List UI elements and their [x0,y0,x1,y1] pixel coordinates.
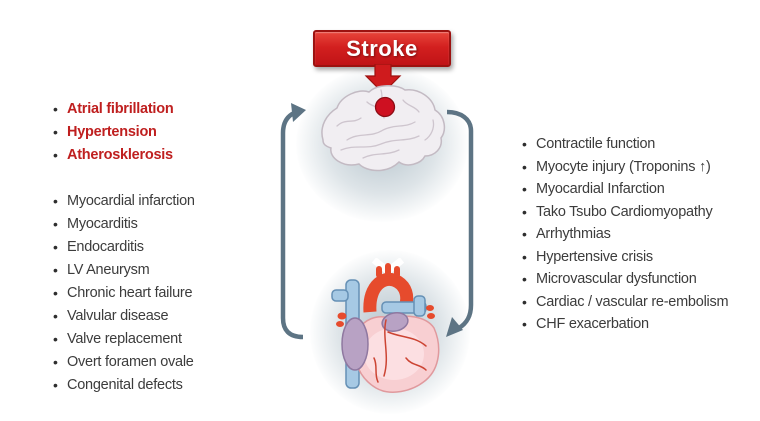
list-item: •Myocyte injury (Troponins ↑) [522,158,711,175]
bullet-icon: • [522,181,527,198]
bullet-icon: • [53,215,58,232]
list-item: •Tako Tsubo Cardiomyopathy [522,203,713,220]
list-item: •Endocarditis [53,238,144,255]
list-gap [53,166,195,189]
heart-illustration [331,258,440,393]
red-arrow-down-icon [364,64,402,94]
bullet-icon: • [53,146,58,163]
list-item: •Cardiac / vascular re-embolism [522,293,729,310]
cardiac-consequences-list: •Contractile function •Myocyte injury (T… [522,133,729,336]
list-item: •Congenital defects [53,376,183,393]
stroke-banner: Stroke [313,30,451,67]
bullet-icon: • [53,307,58,324]
bullet-icon: • [522,136,527,153]
bullet-icon: • [53,353,58,370]
bullet-icon: • [53,330,58,347]
bullet-icon: • [522,158,527,175]
bullet-icon: • [53,261,58,278]
list-item: •Microvascular dysfunction [522,271,697,288]
bullet-icon: • [522,248,527,265]
bullet-icon: • [53,100,58,117]
list-item: •Valve replacement [53,330,182,347]
list-item: •Overt foramen ovale [53,353,194,370]
list-item: •Arrhythmias [522,226,611,243]
stroke-banner-label: Stroke [346,35,418,61]
list-item: •CHF exacerbation [522,316,649,333]
list-item: •Myocardial infarction [53,192,195,209]
list-item: •Atherosklerosis [53,146,173,163]
list-item: •Chronic heart failure [53,284,193,301]
list-item: •Valvular disease [53,307,169,324]
arrow-brain-to-heart-icon [446,109,474,337]
list-item: •Atrial fibrillation [53,100,174,117]
bullet-icon: • [53,238,58,255]
bullet-icon: • [53,376,58,393]
bullet-icon: • [53,123,58,140]
stroke-spot [374,96,396,118]
bullet-icon: • [53,284,58,301]
bullet-icon: • [522,226,527,243]
list-item: •Myocarditis [53,215,138,232]
bullet-icon: • [522,293,527,310]
brain-illustration [321,85,446,172]
list-item: •Myocardial Infarction [522,181,665,198]
arrow-heart-to-brain-icon [280,103,306,340]
bullet-icon: • [522,271,527,288]
cardiac-sources-list: •Atrial fibrillation •Hypertension •Athe… [53,97,195,396]
list-item: •LV Aneurysm [53,261,150,278]
bullet-icon: • [522,316,527,333]
bullet-icon: • [522,203,527,220]
list-item: •Hypertension [53,123,157,140]
list-item: •Contractile function [522,136,656,153]
list-item: •Hypertensive crisis [522,248,653,265]
bullet-icon: • [53,192,58,209]
